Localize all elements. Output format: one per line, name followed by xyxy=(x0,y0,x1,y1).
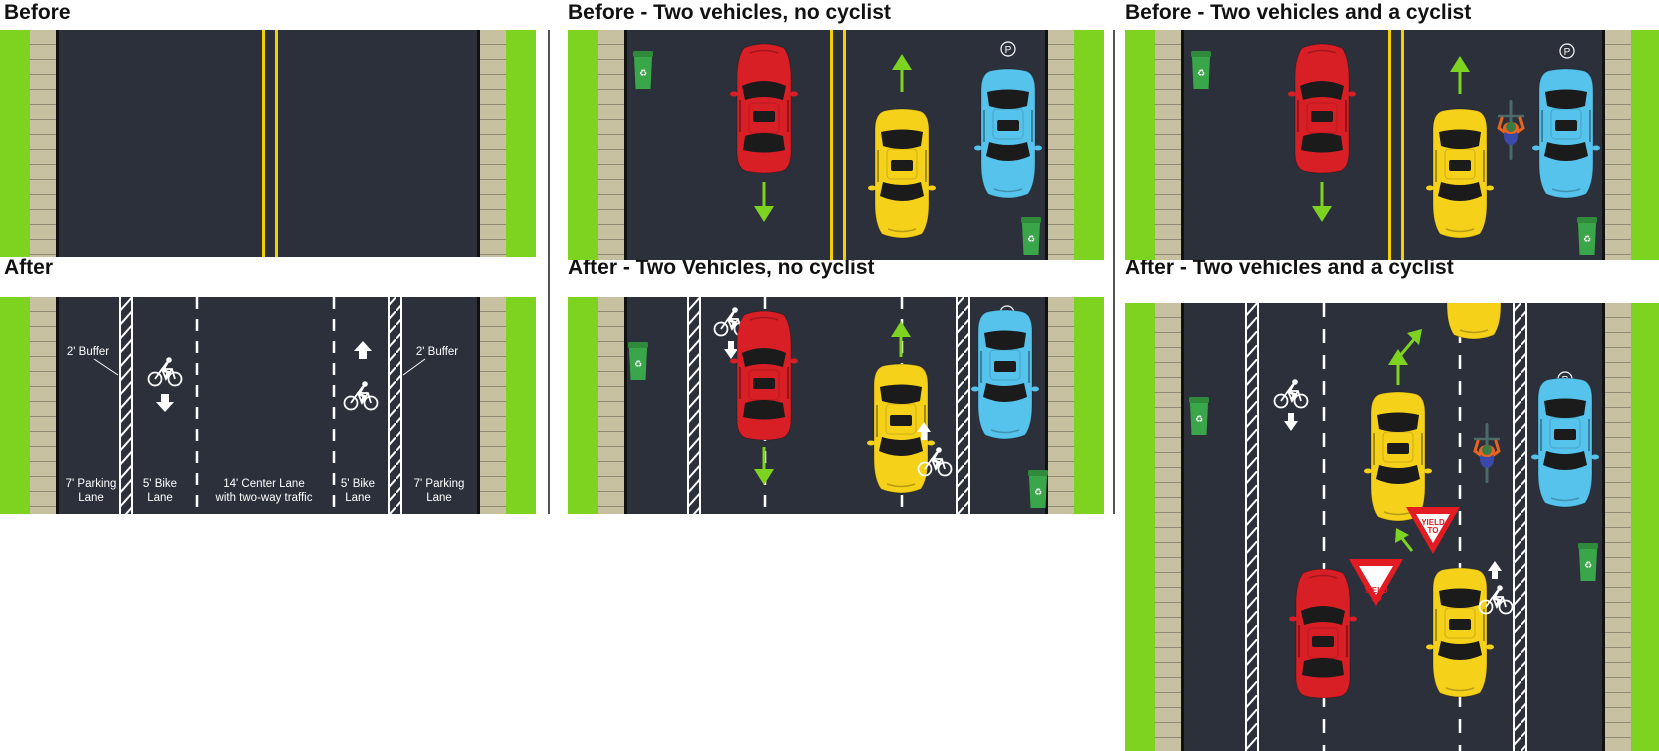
recycle-bin-icon xyxy=(1578,543,1598,581)
panel-after-no-cyclist: P xyxy=(568,297,1104,514)
parking-icon: P xyxy=(1000,41,1016,57)
arrow-up-icon xyxy=(1388,349,1408,385)
panel-title-before: Before xyxy=(4,1,71,24)
double-yellow-line xyxy=(275,30,278,257)
svg-text:P: P xyxy=(1005,45,1012,56)
red-car xyxy=(729,43,799,174)
recycle-bin-icon xyxy=(1191,51,1211,89)
arrow-up-icon xyxy=(917,422,931,440)
blue-car xyxy=(973,68,1043,199)
label-bike-right-2: Lane xyxy=(345,492,371,504)
yellow-car xyxy=(1363,391,1433,522)
yellow-car xyxy=(867,108,937,239)
label-bike-right: 5' Bike xyxy=(341,478,375,490)
arrow-up-icon xyxy=(354,341,372,359)
label-center: 14' Center Lane xyxy=(223,478,304,490)
sidewalk xyxy=(30,30,56,257)
yield-sign-icon: YIELD TO xyxy=(1349,559,1403,606)
road xyxy=(59,30,480,257)
arrow-down-icon xyxy=(1284,413,1298,431)
panel-title-after: After xyxy=(4,256,54,279)
red-car xyxy=(729,310,799,441)
grass-strip xyxy=(506,297,536,514)
blue-car xyxy=(1530,377,1600,508)
label-buffer-right: 2' Buffer xyxy=(416,346,458,358)
arrow-down-icon xyxy=(754,447,774,485)
column-divider xyxy=(548,30,550,514)
svg-text:YIELD: YIELD xyxy=(1421,518,1445,527)
label-parking-right-2: Lane xyxy=(426,492,452,504)
label-bike-left: 5' Bike xyxy=(143,478,177,490)
arrow-up-icon xyxy=(1488,561,1502,579)
label-center-2: with two-way traffic xyxy=(215,492,313,504)
label-parking-left-2: Lane xyxy=(78,492,104,504)
yellow-car xyxy=(1425,567,1495,698)
arrow-diagonal-icon xyxy=(1395,528,1414,552)
sidewalk xyxy=(480,297,506,514)
double-yellow-line xyxy=(262,30,265,257)
red-car xyxy=(1288,568,1358,699)
recycle-bin-icon xyxy=(1021,217,1041,255)
red-car xyxy=(1287,43,1357,174)
buffer-hatch xyxy=(120,297,132,514)
arrow-up-icon xyxy=(891,321,911,357)
parking-icon: P xyxy=(1559,43,1575,59)
grass-strip xyxy=(0,30,30,257)
svg-text:TO: TO xyxy=(1371,594,1382,603)
panel-title-before-cyclist: Before - Two vehicles and a cyclist xyxy=(1125,1,1472,24)
arrow-down-icon xyxy=(754,182,774,222)
recycle-bin-icon xyxy=(1028,470,1048,508)
label-parking-right: 7' Parking xyxy=(414,478,465,490)
recycle-bin-icon xyxy=(633,51,653,89)
panel-before xyxy=(0,30,536,257)
yield-sign-icon: YIELD TO xyxy=(1406,507,1460,554)
panel-title-after-cyclist: After - Two vehicles and a cyclist xyxy=(1125,256,1454,279)
recycle-bin-icon xyxy=(628,342,648,380)
blue-car xyxy=(970,309,1040,440)
label-bike-left-2: Lane xyxy=(147,492,173,504)
panel-after-cyclist: P YIELD TO YIELD TO xyxy=(1125,303,1659,751)
svg-text:TO: TO xyxy=(1428,526,1439,535)
blue-car xyxy=(1531,68,1601,199)
grass-strip xyxy=(506,30,536,257)
arrow-down-icon xyxy=(724,341,738,359)
arrow-down-icon xyxy=(1312,182,1332,222)
recycle-bin-icon xyxy=(1189,397,1209,435)
sidewalk xyxy=(30,297,56,514)
arrow-down-icon xyxy=(156,394,174,412)
buffer-hatch xyxy=(389,297,401,514)
grass-strip xyxy=(0,297,30,514)
panel-before-no-cyclist: P xyxy=(568,30,1104,260)
label-buffer-left: 2' Buffer xyxy=(67,346,109,358)
label-parking-left: 7' Parking xyxy=(66,478,117,490)
recycle-bin-icon xyxy=(1577,217,1597,255)
panel-after: 2' Buffer 2' Buffer 7' Parking Lane 5' B… xyxy=(0,297,536,514)
arrow-diagonal-icon xyxy=(1397,329,1422,358)
panel-before-cyclist: P xyxy=(1125,30,1659,260)
svg-text:YIELD: YIELD xyxy=(1364,586,1388,595)
column-divider xyxy=(1113,30,1115,514)
svg-text:P: P xyxy=(1564,47,1571,58)
sidewalk xyxy=(480,30,506,257)
arrow-up-icon xyxy=(1450,56,1470,94)
panel-title-after-no-cyclist: After - Two Vehicles, no cyclist xyxy=(568,256,875,279)
arrow-up-icon xyxy=(892,54,912,92)
panel-title-before-no-cyclist: Before - Two vehicles, no cyclist xyxy=(568,1,891,24)
yellow-car xyxy=(1425,108,1495,239)
